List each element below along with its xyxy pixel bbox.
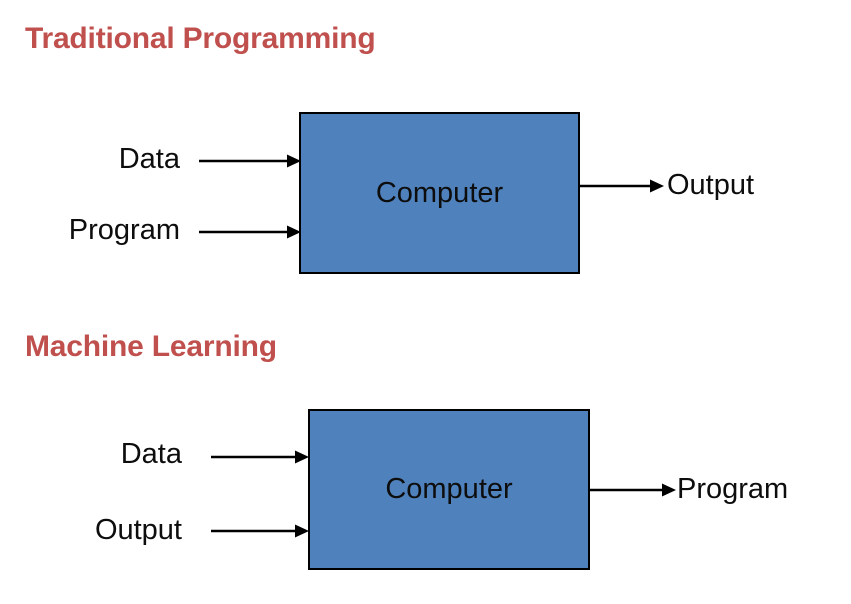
arrow-computer-to-output-traditional [578, 179, 664, 193]
process-box-computer-traditional: Computer [299, 112, 580, 274]
output-label-output-traditional: Output [667, 169, 755, 201]
arrow-data-to-computer-ml [211, 450, 309, 464]
input-label-program-traditional: Program [68, 214, 180, 246]
arrow-output-to-computer-ml [211, 524, 309, 538]
output-label-program-ml: Program [677, 473, 789, 505]
heading-machine-learning: Machine Learning [25, 330, 277, 363]
input-label-data-traditional: Data [118, 143, 180, 175]
input-label-data-ml: Data [120, 438, 182, 470]
process-box-label-ml: Computer [385, 473, 513, 505]
process-box-label-traditional: Computer [375, 176, 504, 209]
heading-traditional-programming: Traditional Programming [25, 22, 376, 55]
arrow-program-to-computer-traditional [199, 225, 301, 239]
input-label-output-ml: Output [94, 514, 182, 546]
arrow-computer-to-program-ml [588, 483, 676, 497]
arrow-data-to-computer-traditional [199, 154, 301, 168]
process-box-computer-ml: Computer [308, 409, 590, 570]
